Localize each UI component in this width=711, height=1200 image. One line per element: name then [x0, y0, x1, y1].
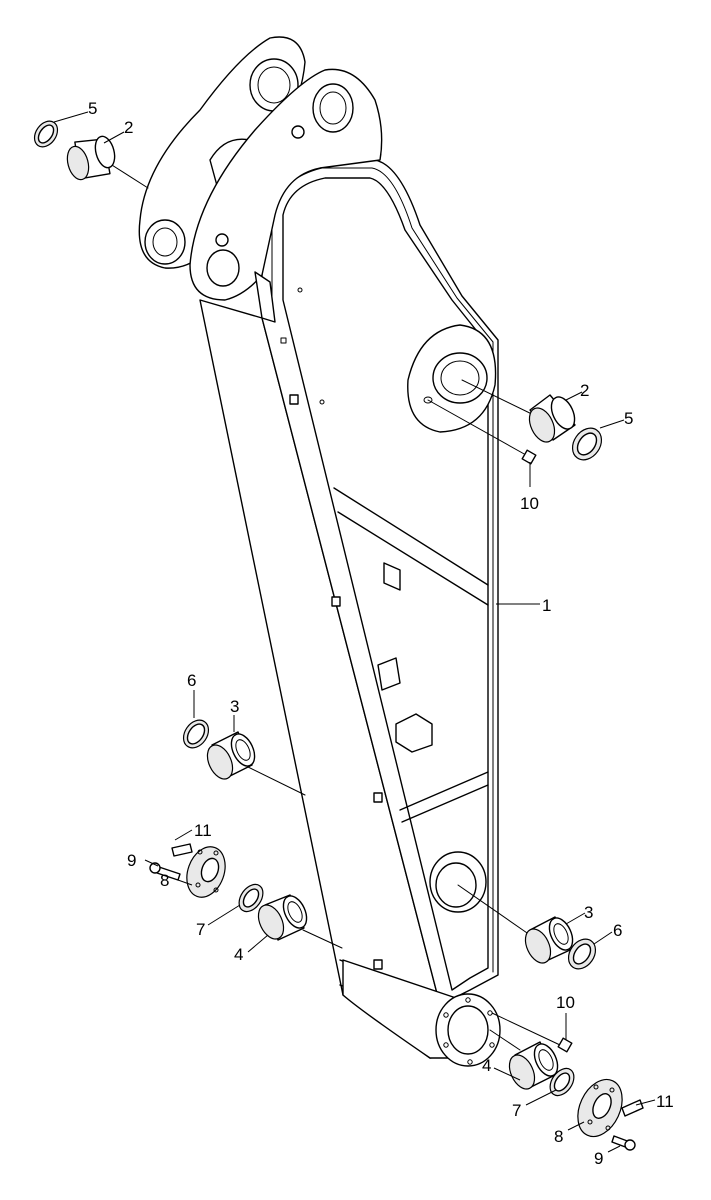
bracket-gusset [254, 271, 276, 323]
seal-ring-6-left [182, 719, 210, 749]
callout-10-lower: 10 [556, 993, 575, 1012]
foot-pin-hole [447, 1005, 489, 1055]
callout-6-left: 6 [187, 671, 196, 690]
bushing-4-left [257, 894, 308, 941]
cross-band-1-bottom [337, 511, 489, 606]
callout-2-upper-left: 2 [124, 118, 133, 137]
callout-1: 1 [542, 596, 551, 615]
front-top-hole [312, 83, 354, 133]
callout-labels: 1 2 2 3 3 4 4 5 5 6 6 7 7 8 8 9 9 10 10 … [88, 99, 674, 1168]
cross-band-2-top [399, 771, 489, 811]
rear-bottom-hole [144, 219, 186, 265]
callout-3-right: 3 [584, 903, 593, 922]
callout-9-right: 9 [594, 1149, 603, 1168]
seal-ring-5-right [571, 427, 603, 461]
mid-pin-hole [432, 352, 488, 404]
mid-pin-hole-inner [440, 360, 480, 396]
plate-8-right [577, 1078, 623, 1138]
callout-10-upper: 10 [520, 494, 539, 513]
bolt-9-right [611, 1135, 636, 1151]
mid-pin-boss [407, 324, 497, 433]
tab-3 [373, 792, 383, 803]
front-bracket-plate [189, 68, 383, 301]
tab-4 [373, 959, 383, 970]
boom-foot [342, 959, 463, 1059]
boom-inner-panel [282, 177, 489, 991]
tab-1 [289, 394, 299, 405]
bracket-bolt-2 [215, 233, 229, 247]
bushing-3-right [524, 916, 574, 964]
callout-9-left: 9 [127, 851, 136, 870]
cross-band-2-bottom [401, 784, 489, 823]
bracket-bolt-1 [291, 125, 305, 139]
leader-lines [53, 111, 656, 1153]
callout-11-left: 11 [194, 821, 212, 840]
boom-arm [199, 159, 501, 1067]
lower-pin-boss [429, 851, 487, 913]
bushing-2-upper [66, 135, 116, 181]
callout-4-left: 4 [234, 945, 243, 964]
grease-port-upper [423, 396, 433, 404]
tab-2 [331, 596, 341, 607]
grease-fitting-10-upper [521, 449, 537, 465]
bushing-3-left [206, 731, 256, 780]
seal-ring-6-right [567, 938, 597, 970]
plate-8-left [186, 846, 226, 898]
callout-11-right: 11 [656, 1092, 674, 1111]
callout-7-left: 7 [196, 920, 205, 939]
pin-11-left [171, 843, 193, 857]
seal-ring-7-right [549, 1067, 575, 1097]
callout-4-right: 4 [482, 1056, 491, 1075]
callout-5-upper-left: 5 [88, 99, 97, 118]
seal-ring-7-left [238, 883, 264, 913]
cross-band-1-top [333, 487, 489, 586]
lug-2 [377, 657, 401, 691]
top-bracket [138, 36, 383, 323]
callout-2-right: 2 [580, 381, 589, 400]
lug-1 [383, 562, 401, 591]
callout-6-right: 6 [613, 921, 622, 940]
lug-3 [395, 713, 433, 753]
callout-3-left: 3 [230, 697, 239, 716]
lower-pin-hole [435, 862, 477, 908]
callout-5-right: 5 [624, 409, 633, 428]
callout-8-left: 8 [160, 871, 169, 890]
grease-fitting-10-lower [557, 1037, 573, 1053]
callout-7-right: 7 [512, 1101, 521, 1120]
pin-11-right [621, 1099, 644, 1117]
callout-8-right: 8 [554, 1127, 563, 1146]
bushing-4-right [508, 1041, 559, 1090]
foot-pin-boss [435, 993, 501, 1067]
front-bottom-hole [206, 249, 240, 287]
bushing-2-right [528, 394, 576, 443]
seal-ring-5-upper [33, 120, 59, 148]
